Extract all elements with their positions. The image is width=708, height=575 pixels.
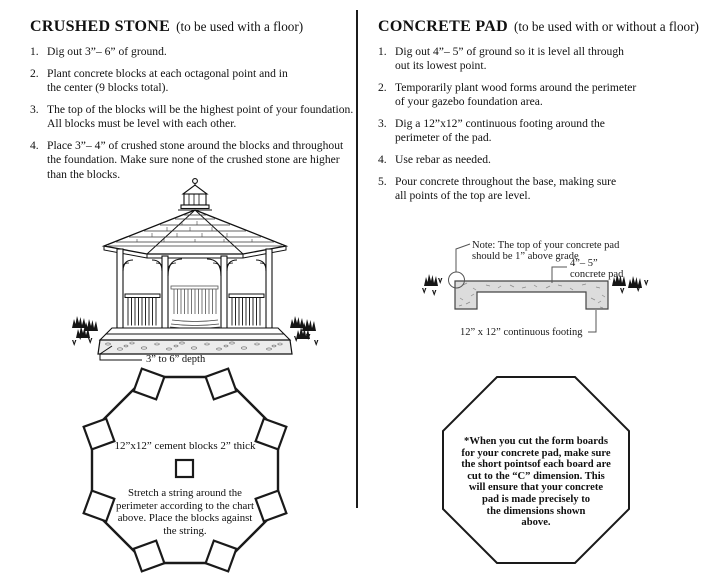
- step-text: Plant concrete blocks at each octagonal …: [47, 66, 288, 95]
- instruction-step: 4. Place 3”– 4” of crushed stone around …: [30, 139, 354, 182]
- concrete-speckle: [458, 282, 606, 309]
- cupola: [178, 178, 212, 211]
- pad-thickness-label-line1: 4”– 5”: [570, 258, 598, 269]
- step-text: Dig out 4”– 5” of ground so it is level …: [395, 45, 624, 73]
- step-text: Use rebar as needed.: [395, 153, 491, 167]
- step-number: 4.: [30, 138, 39, 152]
- instruction-step: 5. Pour concrete throughout the base, ma…: [378, 175, 702, 204]
- section-header: CRUSHED STONE (to be used with a floor): [30, 11, 354, 38]
- back-railing: [170, 285, 219, 314]
- cement-blocks: [82, 367, 288, 573]
- block-layout-figure: 12”x12” cement blocks 2” thick Stretch a…: [82, 367, 288, 573]
- side-railings: [124, 293, 265, 326]
- pad-cross-section-diagram: Note: The top of your concrete pad shoul…: [422, 240, 649, 338]
- block-layout-diagram: [82, 367, 288, 573]
- pad-profile: [454, 280, 609, 310]
- step-number: 2.: [30, 66, 39, 80]
- step-number: 1.: [30, 45, 39, 58]
- section-title: CONCRETE PAD: [378, 18, 508, 35]
- footing-label: 12” x 12” continuous footing: [460, 327, 583, 338]
- section-title: CRUSHED STONE: [30, 18, 171, 35]
- form-note-octagon: [442, 376, 630, 564]
- string-instruction-note: Stretch a string around the perimeter ac…: [116, 487, 254, 537]
- concrete-pad-section: CONCRETE PAD (to be used with or without…: [378, 11, 702, 211]
- depth-leader-line: [99, 345, 142, 361]
- footing-label-leader: [588, 310, 597, 333]
- instruction-step: 2. Temporarily plant wood forms around t…: [378, 81, 702, 110]
- instruction-steps: 1. Dig out 4”– 5” of ground so it is lev…: [378, 45, 702, 204]
- depth-callout-label: 3” to 6” depth: [146, 354, 206, 365]
- stone-texture: [105, 341, 283, 351]
- pad-label-leader: [551, 266, 567, 283]
- floor-boards: [169, 319, 221, 329]
- gazebo-illustration: [72, 178, 319, 361]
- step-text: Place 3”– 4” of crushed stone around the…: [47, 138, 344, 181]
- form-cutting-note: *When you cut the form boards for your c…: [461, 436, 611, 529]
- gazebo-figure: 3” to 6” depth: [72, 176, 322, 371]
- step-number: 1.: [378, 45, 387, 58]
- grade-note-line2: should be 1” above grade: [472, 251, 579, 262]
- blocks-caption: 12”x12” cement blocks 2” thick: [114, 440, 256, 452]
- instruction-step: 1. Dig out 3”– 6” of ground.: [30, 45, 354, 59]
- section-subtitle: (to be used with a floor): [176, 19, 304, 34]
- section-subtitle: (to be used with or without a floor): [513, 19, 699, 34]
- crushed-stone-section: CRUSHED STONE (to be used with a floor) …: [30, 11, 354, 189]
- instruction-step: 2. Plant concrete blocks at each octagon…: [30, 67, 354, 96]
- step-number: 4.: [378, 153, 387, 167]
- step-number: 2.: [378, 81, 387, 95]
- note-leader-line: [455, 243, 471, 272]
- foundation-base: [97, 327, 293, 355]
- step-number: 3.: [30, 102, 39, 116]
- step-text: Pour concrete throughout the base, makin…: [395, 175, 617, 203]
- step-text: The top of the blocks will be the highes…: [47, 102, 354, 131]
- center-block: [174, 458, 195, 479]
- grade-note-line1: Note: The top of your concrete pad: [472, 240, 620, 251]
- column-divider: [356, 10, 358, 508]
- step-text: Dig out 3”– 6” of ground.: [47, 45, 167, 58]
- roof: [101, 209, 289, 259]
- step-text: Temporarily plant wood forms around the …: [395, 81, 637, 109]
- step-number: 5.: [378, 175, 387, 189]
- step-text: Dig a 12”x12” continuous footing around …: [395, 117, 605, 145]
- instruction-step: 3. Dig a 12”x12” continuous footing arou…: [378, 117, 702, 146]
- pad-cross-section-figure: Note: The top of your concrete pad shoul…: [408, 236, 670, 340]
- instruction-steps: 1. Dig out 3”– 6” of ground. 2. Plant co…: [30, 45, 354, 182]
- octagon-outline: [442, 376, 630, 564]
- instruction-step: 3. The top of the blocks will be the hig…: [30, 103, 354, 132]
- form-note-figure: *When you cut the form boards for your c…: [440, 374, 632, 566]
- instruction-step: 4. Use rebar as needed.: [378, 153, 702, 167]
- pad-thickness-label-line2: concrete pad: [570, 269, 624, 280]
- section-header: CONCRETE PAD (to be used with or without…: [378, 11, 702, 38]
- instruction-step: 1. Dig out 4”– 5” of ground so it is lev…: [378, 45, 702, 74]
- step-number: 3.: [378, 117, 387, 131]
